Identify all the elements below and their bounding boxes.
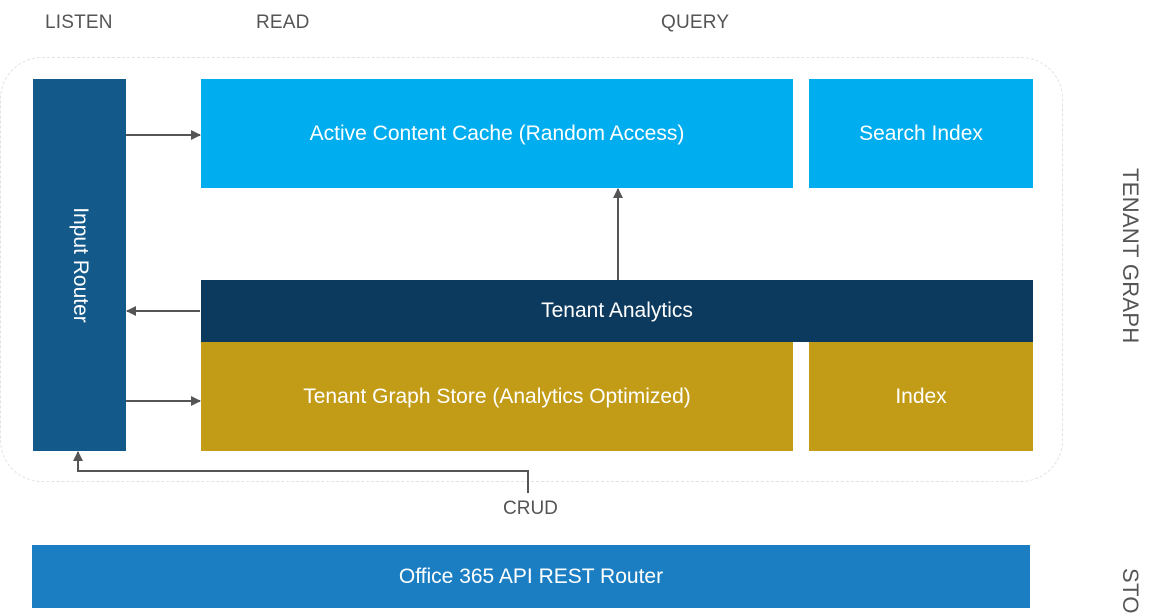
tenant-graph-store-box: Tenant Graph Store (Analytics Optimized): [201, 342, 793, 451]
tenant-analytics-box: Tenant Analytics: [201, 280, 1033, 342]
header-query: QUERY: [661, 12, 730, 33]
search-index-label: Search Index: [859, 121, 983, 145]
index-label: Index: [895, 384, 947, 408]
active-content-cache-box: Active Content Cache (Random Access): [201, 79, 793, 188]
arrow-crud-to-router: [73, 451, 529, 493]
rest-router-label: Office 365 API REST Router: [398, 564, 664, 588]
tenant-graph-boundary: [0, 57, 1063, 482]
input-router-box: Input Router: [33, 79, 126, 451]
tenant-graph-store-label: Tenant Graph Store (Analytics Optimized): [303, 384, 691, 408]
crud-label: CRUD: [503, 498, 558, 519]
tenant-graph-label: TENANT GRAPH: [1118, 168, 1143, 344]
side-cut-label: STO: [1118, 568, 1143, 614]
header-listen: LISTEN: [45, 12, 113, 33]
tenant-analytics-label: Tenant Analytics: [541, 299, 693, 322]
active-content-cache-label: Active Content Cache (Random Access): [309, 121, 685, 145]
search-index-box: Search Index: [809, 79, 1033, 188]
index-box: Index: [809, 342, 1033, 451]
rest-router-box: Office 365 API REST Router: [32, 545, 1030, 608]
header-read: READ: [256, 12, 310, 33]
